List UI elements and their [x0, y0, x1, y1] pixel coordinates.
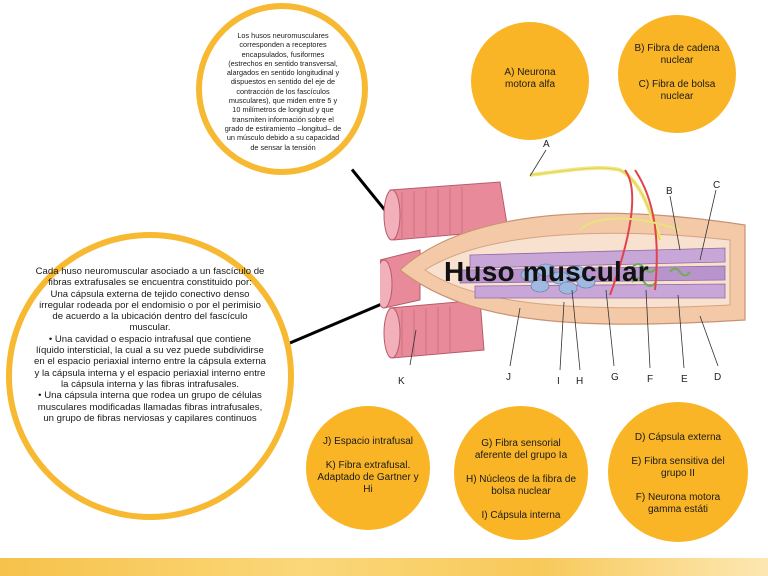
leader-lines	[409, 149, 719, 371]
letter-a: A	[543, 139, 550, 150]
legend-circle-jk: J) Espacio intrafusal K) Fibra extrafusa…	[306, 406, 430, 530]
legend-circle-def: D) Cápsula externa E) Fibra sensitiva de…	[608, 402, 748, 542]
nerve-fibers	[529, 165, 681, 296]
footer-band	[0, 558, 768, 576]
muscle-spindle-illustration: A B C K J I H G F E D	[380, 139, 746, 387]
letter-g: G	[611, 372, 619, 383]
diagram-title: Huso muscular	[444, 256, 649, 287]
sensory-endings	[631, 263, 691, 287]
top-description-text: Los husos neuromusculares corresponden a…	[224, 31, 342, 152]
legend-circle-bc: B) Fibra de cadena nuclear C) Fibra de b…	[618, 15, 736, 133]
left-description-text: Cada huso neuromuscular asociado a un fa…	[34, 266, 266, 424]
legend-bc-text: B) Fibra de cadena nuclear C) Fibra de b…	[634, 43, 720, 102]
legend-def-text: D) Cápsula externa E) Fibra sensitiva de…	[631, 432, 725, 515]
letter-i: I	[557, 376, 560, 387]
letter-b: B	[666, 186, 673, 197]
legend-circle-ghi: G) Fibra sensorial aferente del grupo Ia…	[454, 406, 588, 540]
letter-d: D	[714, 372, 721, 383]
diagram-letters: A B C K J I H G F E D	[398, 139, 721, 387]
legend-circle-a: A) Neurona motora alfa	[471, 22, 589, 140]
letter-e: E	[681, 374, 688, 385]
connector-left	[283, 300, 388, 347]
letter-k: K	[398, 376, 405, 387]
letter-c: C	[713, 180, 720, 191]
letter-j: J	[506, 372, 511, 383]
description-circle-left: Cada huso neuromuscular asociado a un fa…	[6, 232, 294, 520]
nuclear-bag-nuclei	[520, 263, 596, 295]
legend-ghi-text: G) Fibra sensorial aferente del grupo Ia…	[465, 438, 577, 521]
legend-jk-text: J) Espacio intrafusal K) Fibra extrafusa…	[317, 436, 419, 495]
letter-h: H	[576, 376, 583, 387]
letter-f: F	[647, 374, 653, 385]
description-circle-top: Los husos neuromusculares corresponden a…	[196, 3, 368, 175]
legend-a-text: A) Neurona motora alfa	[504, 67, 556, 90]
